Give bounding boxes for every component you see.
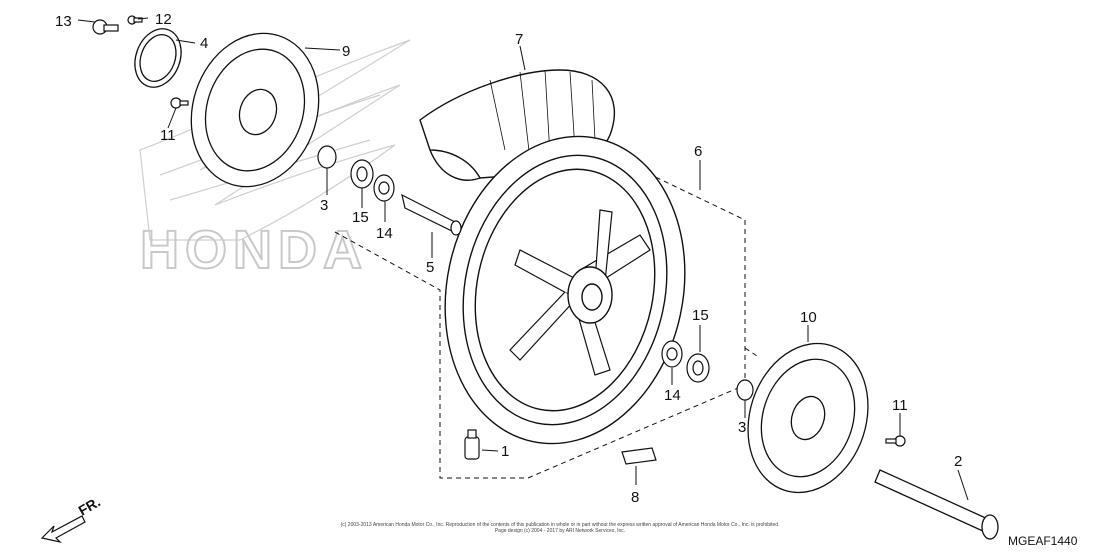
callout-8: 8	[631, 489, 639, 506]
callout-11-left: 11	[160, 127, 176, 144]
copyright-line-1: (c) 2003-2013 American Honda Motor Co., …	[340, 522, 780, 528]
seals-and-bearings	[350, 159, 710, 383]
front-direction-label: FR.	[76, 493, 104, 518]
collars	[317, 145, 754, 401]
callout-9: 9	[342, 43, 350, 60]
callout-13: 13	[55, 13, 72, 30]
callout-14-right: 14	[664, 387, 681, 404]
diagram-code: MGEAF1440	[1008, 534, 1078, 548]
part-callouts: 13 12 4 9 7 6 11 3 15 14 5 15 14 10 3 11…	[55, 11, 962, 506]
front-direction-indicator: FR.	[40, 493, 104, 544]
callout-4: 4	[200, 35, 208, 52]
callout-15-right: 15	[692, 307, 709, 324]
air-valve	[464, 429, 480, 460]
copyright-line-2: Page design (c) 2004 - 2017 by ARI Netwo…	[494, 528, 626, 534]
assembly-frame	[334, 159, 761, 479]
bolts	[92, 15, 906, 447]
callout-6: 6	[694, 143, 702, 160]
front-arrow-icon	[40, 515, 86, 544]
leader-lines	[77, 17, 969, 501]
callout-7: 7	[515, 31, 523, 48]
front-axle	[874, 469, 999, 540]
right-brake-disc	[747, 342, 869, 494]
copyright-notice: (c) 2003-2013 American Honda Motor Co., …	[300, 522, 820, 534]
callout-3-right: 3	[738, 419, 746, 436]
honda-watermark-text: HONDA	[140, 220, 368, 280]
callout-12: 12	[155, 11, 172, 28]
callout-3-left: 3	[320, 197, 328, 214]
callout-11-right: 11	[892, 397, 908, 414]
balance-weight	[621, 447, 657, 465]
callout-5: 5	[426, 259, 434, 276]
callout-1: 1	[501, 443, 509, 460]
pulser-ring	[134, 28, 182, 88]
callout-2: 2	[954, 453, 962, 470]
distance-collar	[401, 193, 462, 236]
left-brake-disc	[190, 32, 320, 188]
callout-15-left: 15	[352, 209, 369, 226]
wheel-rim	[444, 135, 686, 445]
callout-14-left: 14	[376, 225, 393, 242]
callout-10: 10	[800, 309, 817, 326]
